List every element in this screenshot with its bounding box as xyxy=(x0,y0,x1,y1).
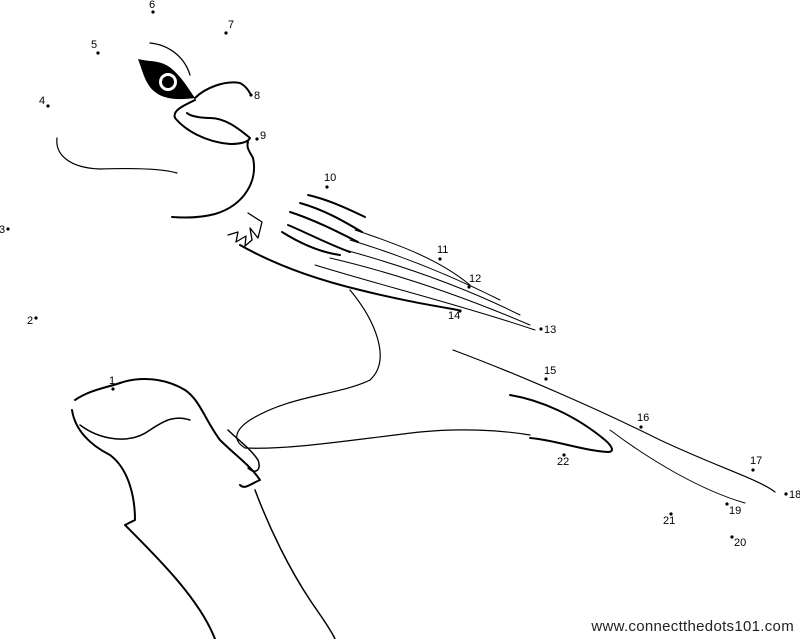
dot-16[interactable] xyxy=(639,425,643,429)
dot-label-15: 15 xyxy=(544,365,556,377)
tail-upper-edge xyxy=(452,349,776,493)
lower-beak xyxy=(173,99,251,145)
wing-coverts xyxy=(281,194,366,256)
dot-13[interactable] xyxy=(539,327,543,331)
tail-lower-edge xyxy=(609,429,746,504)
wing-lower-edge xyxy=(239,244,459,311)
branch-right-edge xyxy=(254,489,336,639)
wing-primaries xyxy=(314,229,536,331)
under-tail-coverts xyxy=(509,394,613,453)
dot-18[interactable] xyxy=(784,492,788,496)
dot-10[interactable] xyxy=(325,185,329,189)
dot-20[interactable] xyxy=(730,535,734,539)
dot-12[interactable] xyxy=(467,285,471,289)
dot-label-7: 7 xyxy=(228,19,234,31)
dot-21[interactable] xyxy=(669,512,673,516)
brow-line xyxy=(149,42,191,76)
dot-label-4: 4 xyxy=(39,95,45,107)
eye-pupil xyxy=(162,76,174,88)
dot-8[interactable] xyxy=(249,93,253,97)
belly-line xyxy=(236,289,531,449)
dot-label-2: 2 xyxy=(27,315,33,327)
dot-label-14: 14 xyxy=(448,310,460,322)
dot-22[interactable] xyxy=(562,453,566,457)
dot-label-20: 20 xyxy=(734,537,746,549)
dot-label-13: 13 xyxy=(544,324,556,336)
watermark: www.connectthedots101.com xyxy=(591,618,794,635)
branch-top xyxy=(74,378,261,488)
dot-2[interactable] xyxy=(34,316,38,320)
dot-15[interactable] xyxy=(544,377,548,381)
dot-7[interactable] xyxy=(224,31,228,35)
dot-label-17: 17 xyxy=(750,455,762,467)
dot-4[interactable] xyxy=(46,104,50,108)
dot-11[interactable] xyxy=(438,257,442,261)
dot-label-6: 6 xyxy=(149,0,155,11)
cheek-line xyxy=(56,137,178,174)
dot-14[interactable] xyxy=(458,309,462,313)
dot-3[interactable] xyxy=(6,227,10,231)
dot-label-10: 10 xyxy=(324,172,336,184)
dot-1[interactable] xyxy=(111,387,115,391)
dot-label-12: 12 xyxy=(469,273,481,285)
neck-feathers xyxy=(227,212,263,247)
branch-bark xyxy=(79,417,191,440)
dot-label-5: 5 xyxy=(91,39,97,51)
dot-5[interactable] xyxy=(96,51,100,55)
dot-label-8: 8 xyxy=(254,90,260,102)
dot-6[interactable] xyxy=(151,10,155,14)
dot-17[interactable] xyxy=(751,468,755,472)
dot-label-11: 11 xyxy=(437,244,448,256)
dot-label-3: 3 xyxy=(0,224,5,236)
bird-foot xyxy=(227,429,260,472)
dot-label-16: 16 xyxy=(637,412,649,424)
throat-line xyxy=(171,141,255,219)
upper-beak xyxy=(194,81,252,99)
dot-label-9: 9 xyxy=(260,130,266,142)
branch-left-edge xyxy=(71,409,216,639)
dot-9[interactable] xyxy=(255,137,259,141)
dot-label-1: 1 xyxy=(109,375,115,387)
dot-label-21: 21 xyxy=(663,515,675,527)
dot-label-18: 18 xyxy=(789,489,800,501)
dot-19[interactable] xyxy=(725,502,729,506)
dot-label-19: 19 xyxy=(729,505,741,517)
dot-label-22: 22 xyxy=(557,456,569,468)
